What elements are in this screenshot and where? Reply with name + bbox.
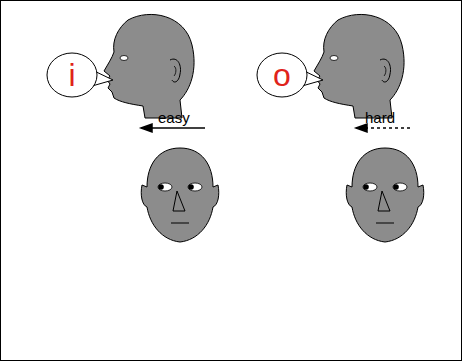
vowel-text: i [68,59,75,91]
speech-bubble: o [256,52,308,98]
vowel-text: o [273,59,291,91]
speech-bubble: i [46,52,98,98]
difficulty-label: easy [158,110,190,125]
difficulty-label: hard [365,110,395,125]
